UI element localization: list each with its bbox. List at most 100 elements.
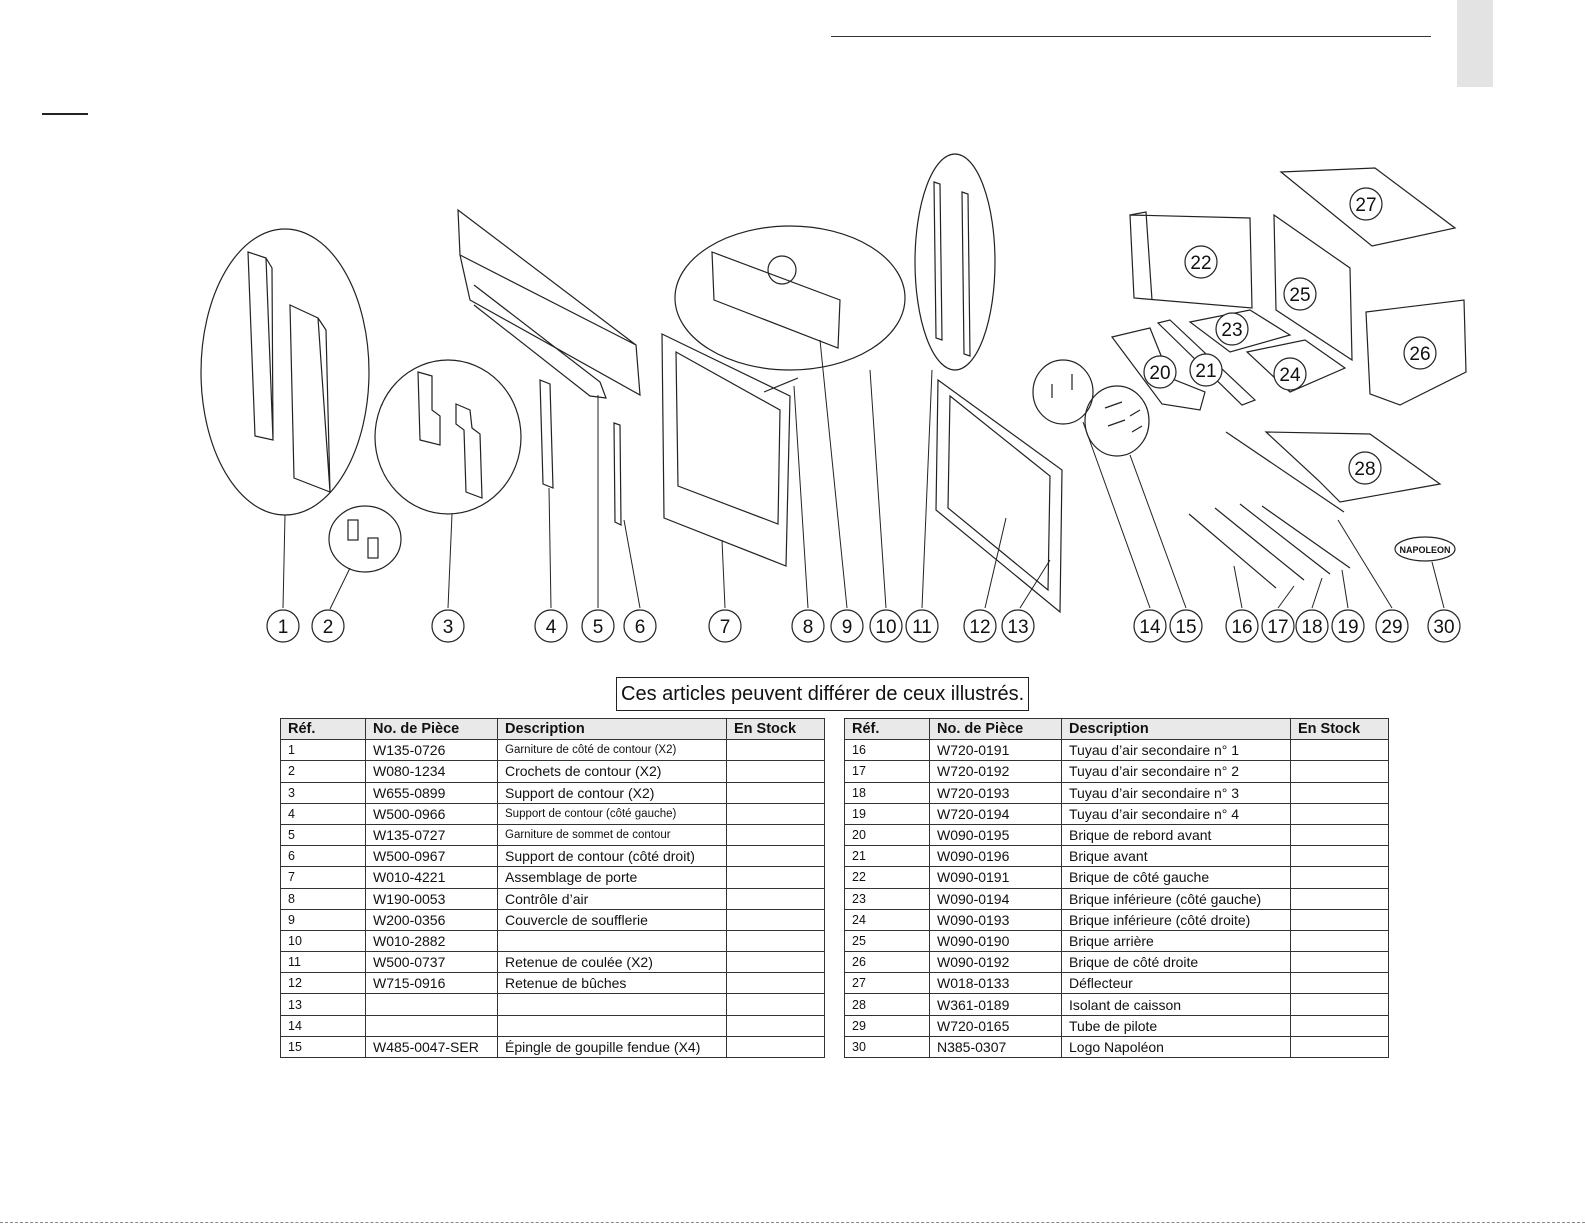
brick-27: [1279, 167, 1457, 247]
cell-part-number: W090-0193: [929, 908, 1062, 931]
cell-description: Support de contour (côté droit): [497, 845, 727, 868]
callout-12: 12: [969, 617, 990, 638]
page-bottom-edge: [0, 1222, 1585, 1223]
cell-description: Retenue de bûches: [497, 972, 727, 995]
cell-ref: 27: [844, 972, 930, 995]
part-12-frame-inner: [947, 394, 1051, 592]
cell-ref: 21: [844, 845, 930, 868]
cell-ref: 13: [280, 993, 366, 1016]
cell-part-number: W190-0053: [365, 887, 498, 910]
cell-in-stock: [1290, 845, 1389, 868]
part-9-ellipse: [674, 225, 906, 371]
cell-part-number: W720-0192: [929, 760, 1062, 783]
cell-in-stock: [1290, 908, 1389, 931]
brick-label-28: 28: [1354, 459, 1375, 480]
part-5-bracket: [473, 284, 607, 399]
page-side-tab: [1457, 0, 1493, 87]
cell-ref: 6: [280, 845, 366, 868]
cell-part-number: W720-0165: [929, 1014, 1062, 1037]
brick-label-24: 24: [1279, 365, 1301, 386]
cell-part-number: W080-1234: [365, 760, 498, 783]
section-rule: [42, 113, 88, 115]
cell-part-number: W090-0195: [929, 823, 1062, 847]
cell-description: Retenue de coulée (X2): [497, 951, 727, 974]
col-header-description: Description: [497, 717, 727, 741]
callout-5: 5: [593, 617, 604, 638]
cell-part-number: W200-0356: [365, 908, 498, 931]
leader-lines: [282, 339, 1445, 610]
callout-7: 7: [720, 617, 731, 638]
cell-in-stock: [726, 866, 825, 889]
tube-17: [1214, 507, 1305, 581]
cell-part-number: W135-0727: [365, 823, 498, 847]
cell-part-number: [365, 1014, 498, 1037]
cell-ref: 19: [844, 802, 930, 825]
cell-part-number: W010-4221: [365, 866, 498, 889]
cell-in-stock: [1290, 993, 1389, 1016]
cell-description: [497, 1014, 727, 1037]
table-row: 13: [280, 993, 825, 1016]
cell-description: Tuyau d’air secondaire n° 2: [1061, 760, 1291, 783]
cell-ref: 5: [280, 823, 366, 847]
cell-ref: 7: [280, 866, 366, 889]
part-12-frame: [935, 378, 1063, 614]
cell-ref: 20: [844, 823, 930, 847]
cell-ref: 2: [280, 760, 366, 783]
part-15-ellipse: [1084, 385, 1150, 457]
cell-ref: 17: [844, 760, 930, 783]
part-11-bar-b: [961, 191, 971, 357]
cell-ref: 3: [280, 781, 366, 804]
col-header-part-number: No. de Pièce: [929, 717, 1062, 741]
part-1-trim-b: [289, 304, 331, 493]
part-11-bar-a: [933, 181, 943, 341]
table-header-row: Réf. No. de Pièce Description En Stock: [844, 717, 1389, 741]
cell-description: Garniture de côté de contour (X2): [497, 739, 727, 762]
part-1-ellipse: [200, 228, 370, 516]
cell-description: Assemblage de porte: [497, 866, 727, 889]
cell-in-stock: [1290, 802, 1389, 825]
cell-description: Tube de pilote: [1061, 1014, 1291, 1037]
cell-in-stock: [726, 908, 825, 931]
napoleon-logo-text: NAPOLEON: [1399, 545, 1450, 555]
part-9-blower: [711, 251, 841, 349]
cell-part-number: W135-0726: [365, 739, 498, 762]
cell-description: Logo Napoléon: [1061, 1035, 1291, 1059]
col-header-description: Description: [1061, 717, 1291, 741]
cell-part-number: W720-0194: [929, 802, 1062, 825]
cell-description: Brique de côté gauche: [1061, 866, 1291, 889]
cell-description: Brique inférieure (côté droite): [1061, 908, 1291, 931]
part-11-ellipse: [914, 153, 996, 371]
brick-label-27: 27: [1355, 195, 1376, 216]
part-7-door-inner: [675, 350, 781, 525]
brick-22: [1129, 211, 1253, 309]
cell-in-stock: [1290, 972, 1389, 995]
col-header-ref: Réf.: [280, 717, 366, 741]
part-14-pins: [1051, 374, 1073, 398]
callout-4: 4: [546, 617, 557, 638]
part-3-plate-a: [417, 371, 441, 446]
cell-description: Brique avant: [1061, 845, 1291, 868]
parts-table-right: Réf. No. de Pièce Description En Stock 1…: [844, 717, 1389, 1059]
cell-in-stock: [726, 929, 825, 953]
brick-label-22: 22: [1190, 253, 1211, 274]
part-10-fan: [767, 255, 797, 285]
part-14-ellipse: [1032, 359, 1094, 425]
cell-description: [497, 929, 727, 953]
cell-part-number: W485-0047-SER: [365, 1035, 498, 1059]
cell-in-stock: [1290, 951, 1389, 974]
cell-description: Brique de rebord avant: [1061, 823, 1291, 847]
cell-ref: 15: [280, 1035, 366, 1059]
